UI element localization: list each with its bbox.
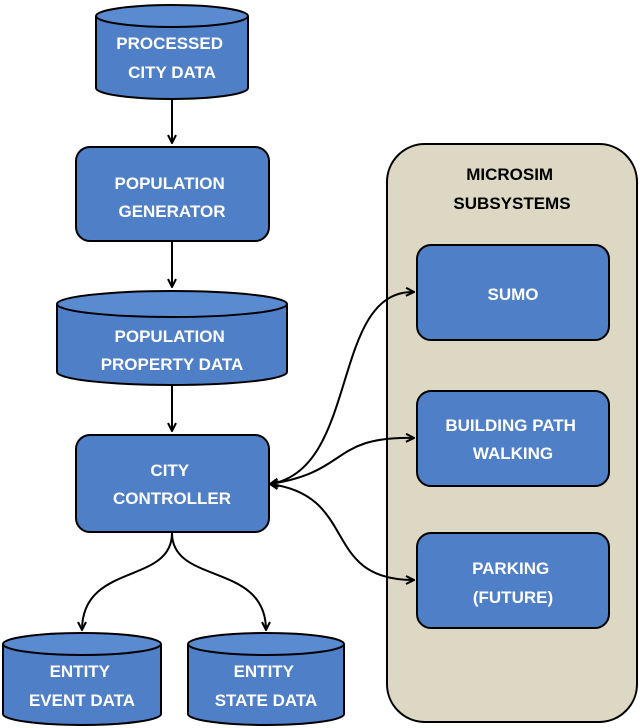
edge-controller-walking [270, 438, 414, 484]
entity-event-data-node: ENTITY EVENT DATA [2, 632, 162, 726]
parking-node: PARKING (FUTURE) [416, 532, 610, 629]
node-label: ENTITY STATE DATA [215, 662, 318, 710]
population-property-data-node: POPULATION PROPERTY DATA [56, 290, 288, 386]
node-label: BUILDING PATH WALKING [445, 416, 580, 463]
node-label: ENTITY EVENT DATA [29, 662, 135, 710]
city-controller-node: CITY CONTROLLER [75, 434, 270, 533]
node-label: PARKING (FUTURE) [472, 559, 554, 607]
edge-controller-parking [270, 484, 414, 580]
sumo-node: SUMO [416, 244, 610, 341]
node-label: POPULATION PROPERTY DATA [101, 327, 244, 374]
node-label: PROCESSED CITY DATA [116, 34, 227, 82]
processed-city-data-node: PROCESSED CITY DATA [95, 4, 249, 100]
population-generator-node: POPULATION GENERATOR [75, 146, 270, 242]
edge-controller-to-event-data [82, 532, 173, 630]
entity-state-data-node: ENTITY STATE DATA [187, 632, 345, 726]
group-title: MICROSIM SUBSYSTEMS [453, 165, 570, 213]
edges [82, 99, 414, 630]
node-label: POPULATION GENERATOR [115, 174, 230, 221]
edge-controller-to-state-data [171, 532, 266, 630]
node-label: SUMO [488, 285, 539, 304]
node-label: CITY CONTROLLER [113, 461, 231, 508]
building-path-walking-node: BUILDING PATH WALKING [416, 390, 610, 487]
